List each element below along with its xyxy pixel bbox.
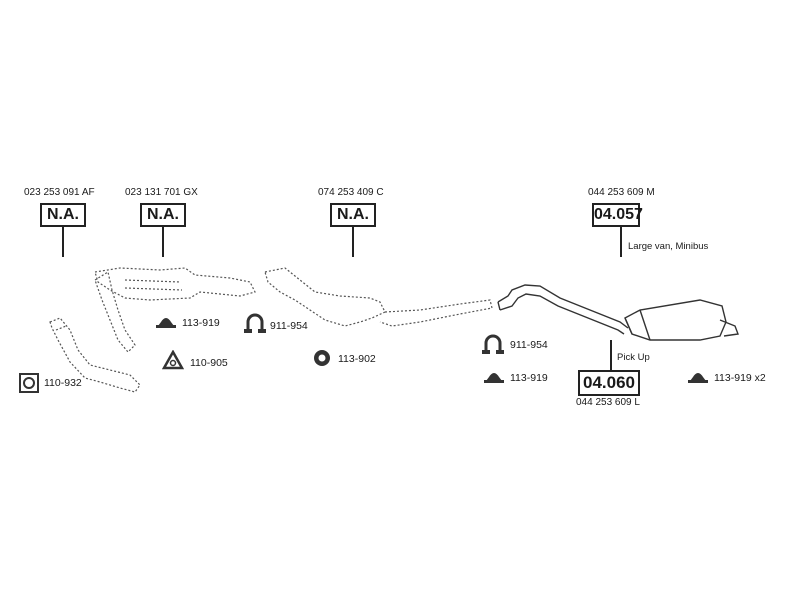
square-gasket-icon <box>19 373 39 393</box>
accessory-code: 911-954 <box>510 339 548 351</box>
accessory-code: 113-919 <box>510 372 548 384</box>
leader-line <box>162 227 164 257</box>
part-code-box[interactable]: 04.060 <box>578 370 640 396</box>
accessory-code: 113-919 <box>182 317 220 329</box>
part-code-box[interactable]: N.A. <box>40 203 86 227</box>
part-number-label: 044 253 609 M <box>588 187 655 198</box>
leader-line <box>610 340 612 370</box>
catalytic-converter-drawing <box>94 267 256 301</box>
pipe-clamp-icon <box>244 313 266 333</box>
leader-line <box>620 227 622 257</box>
leader-line <box>352 227 354 257</box>
rear-pipe-drawing <box>497 284 629 335</box>
rubber-hanger-icon <box>484 373 504 383</box>
rubber-hanger-icon <box>156 318 176 328</box>
front-downpipe-drawing <box>49 271 141 393</box>
accessory-code: 911-954 <box>270 320 308 332</box>
part-number-label: 074 253 409 C <box>318 187 384 198</box>
accessory-code: 110-905 <box>190 357 228 369</box>
accessory-code: 113-919 x2 <box>714 372 766 384</box>
leader-line <box>62 227 64 257</box>
triangle-gasket-icon <box>162 350 184 370</box>
part-number-label: 044 253 609 L <box>576 397 640 408</box>
part-code-box[interactable]: N.A. <box>140 203 186 227</box>
part-code-box[interactable]: 04.057 <box>592 203 643 227</box>
middle-silencer-drawing <box>264 267 493 327</box>
rubber-ring-icon <box>314 350 330 366</box>
pipe-clamp-icon <box>482 334 504 354</box>
part-code-box[interactable]: N.A. <box>330 203 376 227</box>
vehicle-note: Large van, Minibus <box>628 241 709 252</box>
part-number-label: 023 253 091 AF <box>24 187 95 198</box>
accessory-code: 110-932 <box>44 377 82 389</box>
rubber-hanger-icon <box>688 373 708 383</box>
vehicle-note: Pick Up <box>617 352 650 363</box>
rear-silencer-drawing <box>624 299 739 341</box>
accessory-code: 113-902 <box>338 353 376 365</box>
part-number-label: 023 131 701 GX <box>125 187 198 198</box>
